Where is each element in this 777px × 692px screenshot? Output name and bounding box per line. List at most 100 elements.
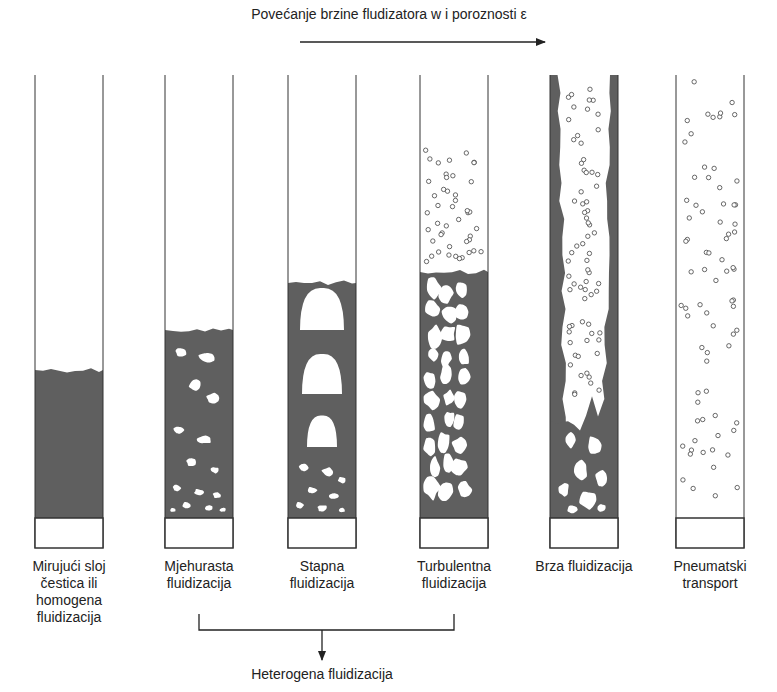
gas-bubble (452, 437, 467, 454)
particle (726, 232, 730, 236)
particle (733, 112, 737, 116)
gas-bubble (425, 300, 440, 316)
particle (692, 80, 696, 84)
gas-bubble (444, 412, 454, 427)
particle (679, 303, 683, 307)
particle (689, 132, 693, 136)
particle (447, 244, 451, 248)
particle (431, 239, 435, 243)
particle (585, 338, 589, 342)
particle (589, 292, 593, 296)
particle (711, 465, 715, 469)
gas-bubble (308, 487, 318, 493)
particle (688, 452, 692, 456)
particle (718, 111, 722, 115)
column-wall (165, 75, 166, 548)
particle (700, 345, 704, 349)
distributor-plate (420, 518, 488, 548)
particle (702, 165, 706, 169)
particle (711, 324, 715, 328)
gas-bubble (296, 502, 304, 509)
particle (595, 351, 599, 355)
particle (727, 344, 731, 348)
gas-bubble (198, 353, 214, 363)
particle (567, 274, 571, 278)
particle (579, 190, 583, 194)
particle (681, 478, 685, 482)
distributor-plate (676, 518, 744, 548)
column-wall (420, 75, 421, 548)
gas-bubble (558, 483, 568, 497)
particle (735, 179, 739, 183)
particle (567, 330, 571, 334)
particle (704, 389, 708, 393)
particle (444, 175, 448, 179)
particle (720, 258, 724, 262)
particle (713, 494, 717, 498)
particle (716, 433, 720, 437)
particle (584, 279, 588, 283)
particle (734, 421, 738, 425)
particle (730, 100, 734, 104)
particle (706, 175, 710, 179)
particle (464, 151, 468, 155)
regime-label: Turbulentna fluidizacija (404, 558, 504, 592)
gas-bubble (459, 349, 469, 364)
group-label: Heterogena fluidizacija (212, 666, 432, 683)
particle (586, 221, 590, 225)
particle (467, 250, 471, 254)
particle (732, 230, 736, 234)
particle (684, 198, 688, 202)
gas-bubble (194, 489, 204, 495)
gas-bubble (442, 307, 457, 324)
particle (731, 304, 735, 308)
particle (701, 417, 705, 421)
regime-label: Mjehurasta fluidizacija (149, 558, 249, 592)
particle (597, 338, 601, 342)
particle (684, 306, 688, 310)
particle (447, 158, 451, 162)
particle (598, 331, 602, 335)
gas-bubble (173, 485, 181, 491)
gas-slug (302, 354, 342, 394)
particle (590, 170, 594, 174)
particle (444, 224, 448, 228)
particle (586, 234, 590, 238)
particle (425, 211, 429, 215)
particle (566, 117, 570, 121)
particle (590, 331, 594, 335)
particle (436, 250, 440, 254)
particle (731, 265, 735, 269)
particle (584, 216, 588, 220)
particle (710, 448, 714, 452)
regime-label: Mirujući sloj čestica ili homogena fluid… (17, 558, 121, 626)
distributor-plate (288, 518, 356, 548)
particle (469, 180, 473, 184)
regime-label: Pneumatski transport (660, 558, 760, 592)
particle (735, 485, 739, 489)
particle (589, 381, 593, 385)
particle (594, 289, 598, 293)
bracket (199, 614, 454, 630)
particle (689, 270, 693, 274)
gas-bubble (567, 506, 577, 514)
particle (706, 112, 710, 116)
particle (474, 226, 478, 230)
particle (447, 253, 451, 257)
particle (572, 199, 576, 203)
particle (735, 328, 739, 332)
particle (579, 373, 583, 377)
particle (432, 194, 436, 198)
dense-region (550, 396, 618, 518)
gas-bubble (206, 393, 219, 404)
particle (585, 258, 589, 262)
particle (568, 363, 572, 367)
gas-bubble (438, 483, 453, 501)
distributor-plate (35, 518, 103, 548)
gas-bubble (299, 464, 309, 471)
particle (472, 160, 476, 164)
particle (718, 185, 722, 189)
particle (707, 251, 711, 255)
